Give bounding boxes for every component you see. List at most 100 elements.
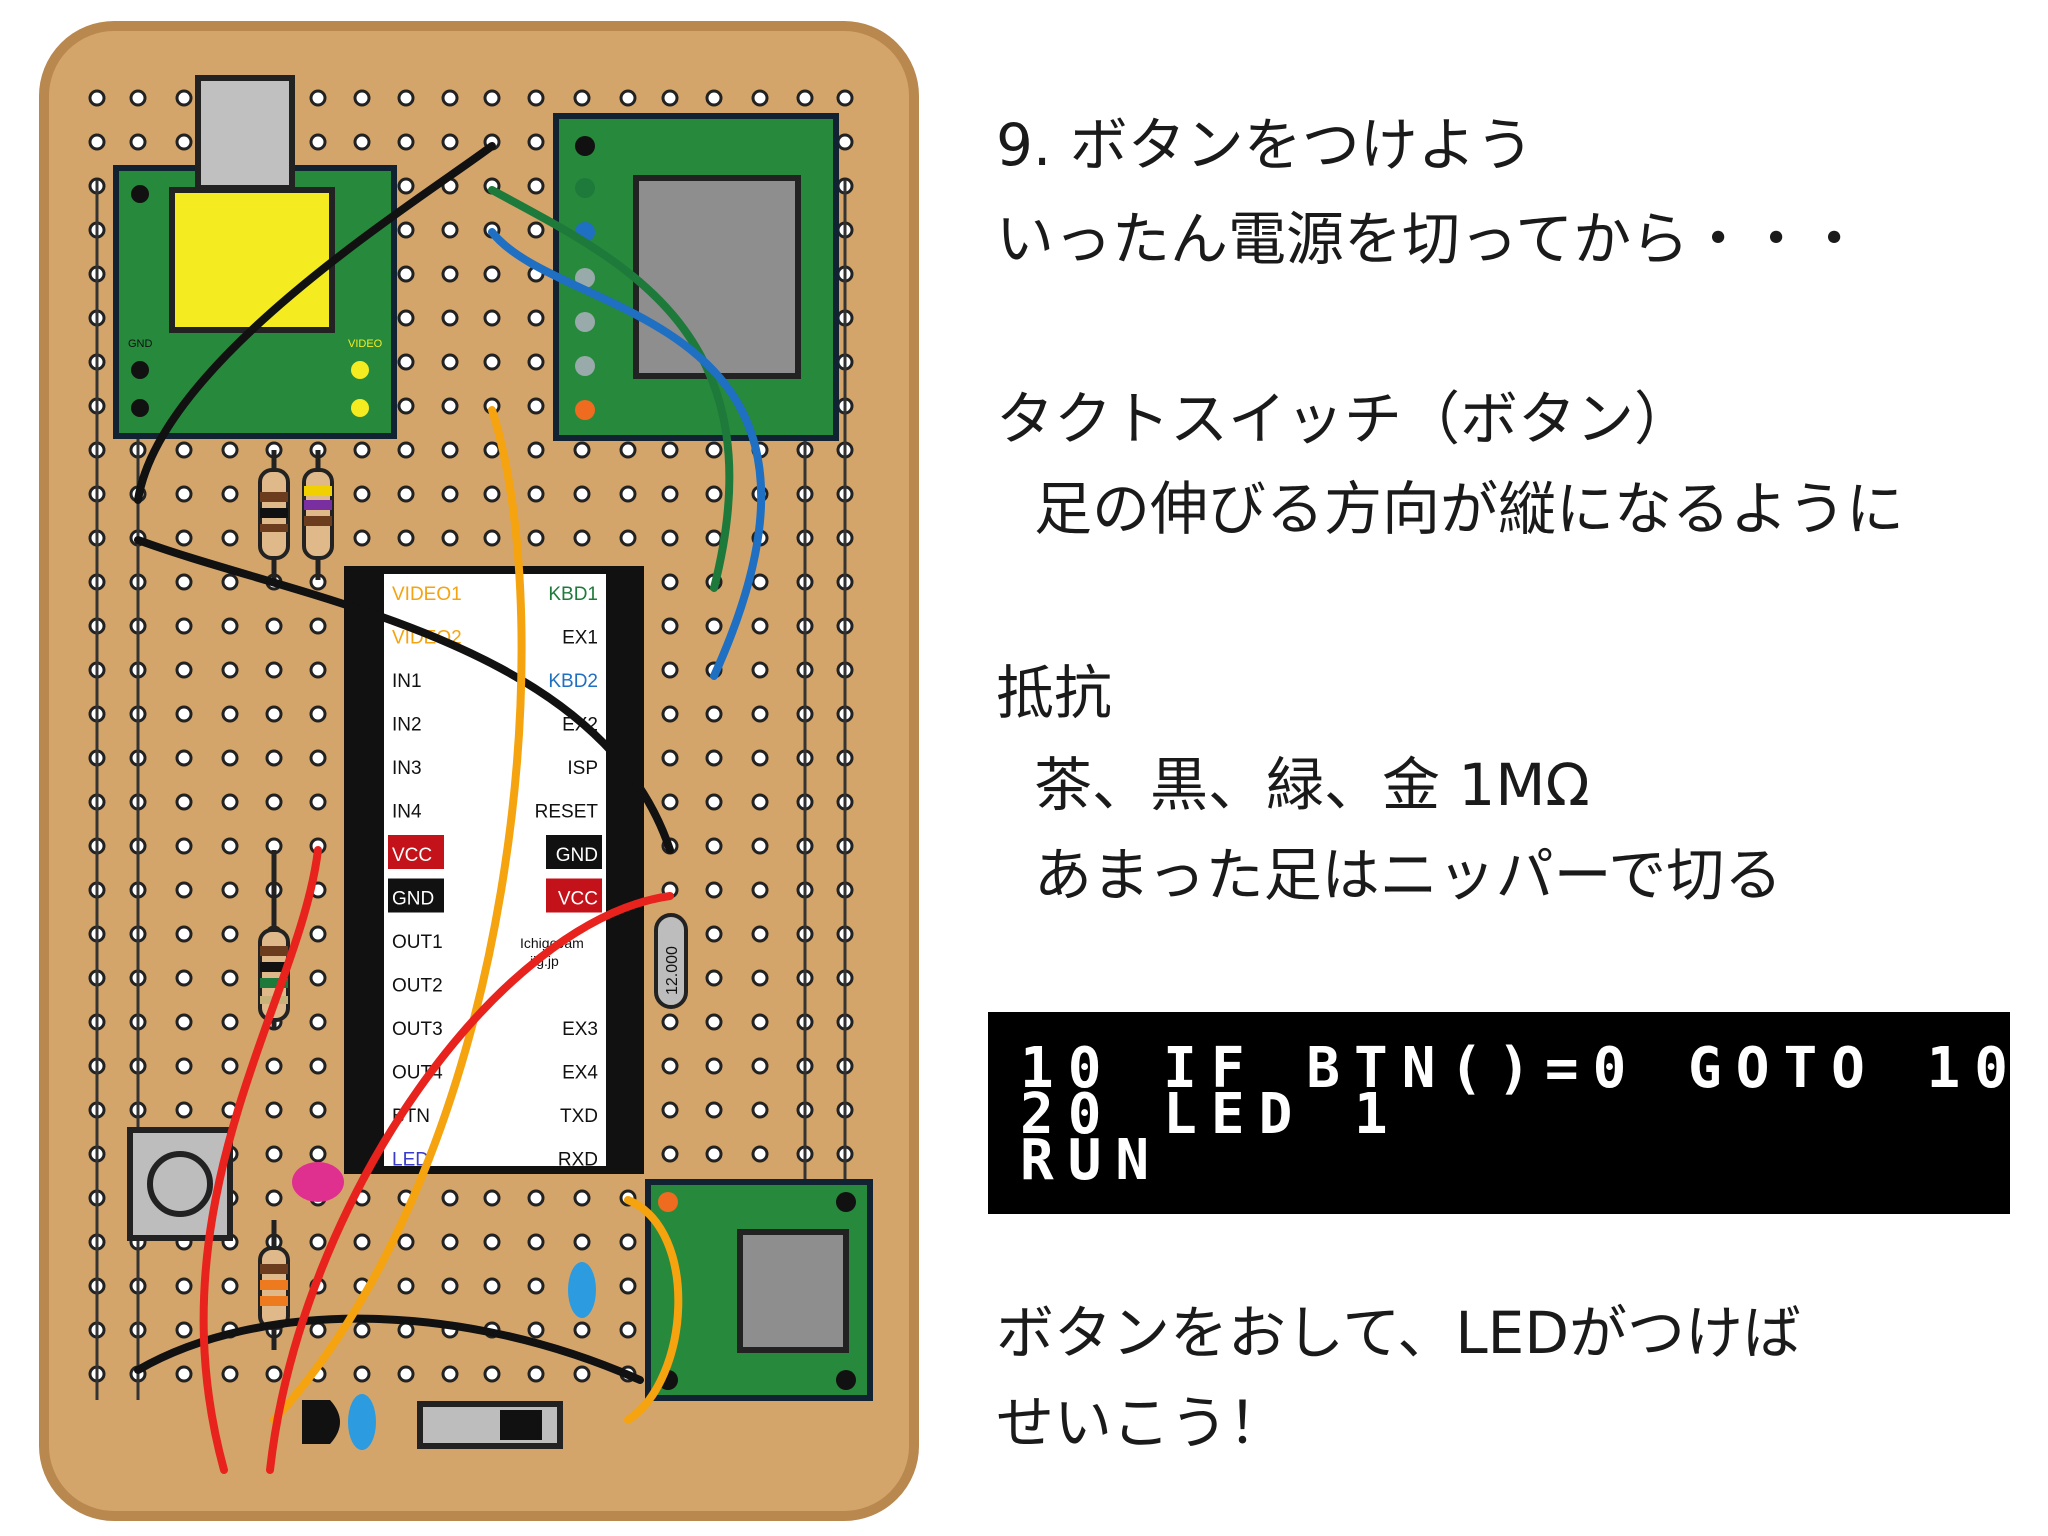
hole	[619, 529, 637, 547]
ichigojam-chip: VIDEO1VIDEO2IN1IN2IN3IN4VCCGNDOUT1OUT2OU…	[344, 566, 644, 1174]
wires	[134, 142, 766, 1474]
hole	[527, 353, 545, 371]
hole	[88, 133, 106, 151]
hole	[619, 441, 637, 459]
wire-black-2	[134, 536, 674, 854]
hole	[397, 529, 415, 547]
hole	[705, 881, 723, 899]
hole	[175, 1321, 193, 1339]
pin-label: KBD2	[548, 671, 598, 692]
hole	[221, 573, 239, 591]
hole	[353, 441, 371, 459]
hole	[705, 969, 723, 987]
hole	[483, 1277, 501, 1295]
hole	[619, 1277, 637, 1295]
hole	[483, 1189, 501, 1207]
hole	[221, 793, 239, 811]
crystal: 12.000	[654, 913, 688, 1009]
hole	[751, 705, 769, 723]
hole	[483, 1365, 501, 1383]
hole	[129, 133, 147, 151]
hole	[265, 617, 283, 635]
hole	[751, 925, 769, 943]
hole	[751, 749, 769, 767]
hole	[527, 485, 545, 503]
hole	[221, 925, 239, 943]
hole	[441, 529, 459, 547]
hole	[661, 89, 679, 107]
hole	[661, 1013, 679, 1031]
hole	[483, 1233, 501, 1251]
wire-orange-2	[624, 1196, 683, 1424]
pin-label: IN1	[392, 671, 422, 692]
code-line-3: RUN	[1020, 1128, 1164, 1193]
hole	[661, 441, 679, 459]
hole	[265, 1145, 283, 1163]
hole	[661, 661, 679, 679]
hole	[441, 309, 459, 327]
pin-badge	[546, 835, 602, 869]
hole	[705, 837, 723, 855]
wire-orange-1	[270, 406, 526, 1424]
hole	[619, 1233, 637, 1251]
hole	[527, 441, 545, 459]
hole	[573, 485, 591, 503]
hole	[483, 529, 501, 547]
hole	[441, 397, 459, 415]
hole	[129, 89, 147, 107]
hole	[397, 1365, 415, 1383]
hole	[221, 441, 239, 459]
hole	[353, 133, 371, 151]
hole	[751, 1145, 769, 1163]
resistor-title: 抵抗	[996, 659, 1113, 727]
hole	[397, 353, 415, 371]
hole	[527, 1233, 545, 1251]
hole	[705, 749, 723, 767]
pin-label: VCC	[558, 889, 598, 910]
hole	[175, 705, 193, 723]
hole	[309, 1145, 327, 1163]
jack-label-video: VIDEO	[348, 338, 383, 350]
hole	[175, 1057, 193, 1075]
hole	[661, 529, 679, 547]
hole	[661, 1145, 679, 1163]
pin-label: VIDEO1	[392, 584, 462, 605]
pin-label: TXD	[560, 1106, 598, 1127]
hole	[175, 89, 193, 107]
pin-label: RXD	[558, 1150, 598, 1171]
hole	[619, 1321, 637, 1339]
hole	[309, 617, 327, 635]
hole	[309, 969, 327, 987]
hole	[483, 441, 501, 459]
pin-label: IN3	[392, 758, 422, 779]
step-heading: 9. ボタンをつけよう	[996, 111, 1534, 179]
hole	[175, 1365, 193, 1383]
capacitor-pink	[292, 1162, 344, 1202]
hole	[527, 221, 545, 239]
hole	[705, 529, 723, 547]
hole	[175, 925, 193, 943]
hole	[221, 837, 239, 855]
hole	[397, 133, 415, 151]
resistor-note: あまった足はニッパーで切る	[1034, 841, 1783, 909]
code-line-1: 10 IF BTN()=0 GOTO 10	[1020, 1036, 2023, 1101]
hole	[751, 1013, 769, 1031]
hole	[483, 89, 501, 107]
slide-switch	[417, 1401, 563, 1449]
pin-label: OUT3	[392, 1019, 443, 1040]
jack-label-gnd: GND	[128, 338, 153, 350]
hole	[751, 837, 769, 855]
hole	[265, 705, 283, 723]
pin-label: ISP	[567, 758, 598, 779]
hole	[441, 1365, 459, 1383]
hole	[483, 485, 501, 503]
wire-blue	[488, 228, 766, 680]
hole	[573, 89, 591, 107]
hole	[397, 177, 415, 195]
hole	[751, 881, 769, 899]
pin-label: RESET	[535, 802, 599, 823]
hole	[309, 793, 327, 811]
hole	[573, 441, 591, 459]
hole	[265, 749, 283, 767]
hole	[397, 485, 415, 503]
